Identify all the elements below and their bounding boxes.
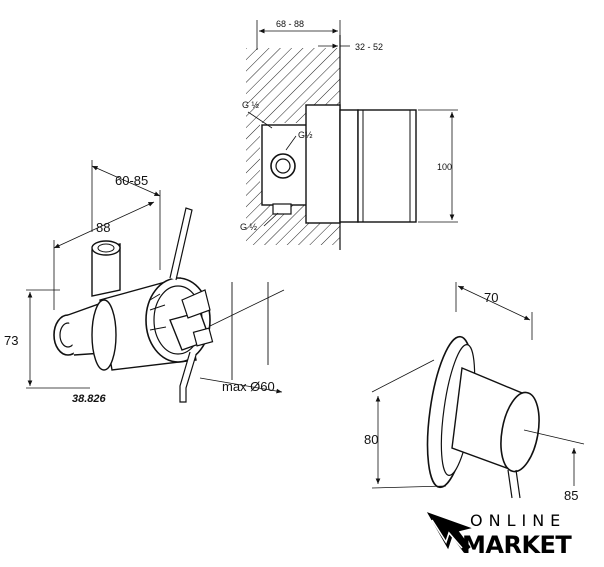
wall-hatch-left — [246, 123, 260, 190]
trim-height-label: 80 — [364, 432, 378, 447]
max-diameter-label: max Ø60 — [222, 379, 275, 394]
top-view-section: 68 - 88 32 - 52 100 G ½ G½ G ½ — [240, 19, 458, 250]
model-number: 38.826 — [72, 393, 107, 405]
spindle — [169, 289, 214, 351]
valve-body-view: 60-85 88 73 38.826 — [4, 160, 285, 405]
handle-body — [357, 109, 417, 223]
top-fitting — [91, 240, 121, 297]
dim-depth-label: 68 - 88 — [276, 19, 304, 29]
logo-line2: MARKET — [462, 531, 572, 559]
logo-line1: ONLINE — [470, 511, 566, 530]
cover-plate — [339, 109, 359, 223]
dim-width-label: 88 — [96, 220, 110, 235]
thread-bottom-label: G ½ — [240, 222, 258, 232]
dim-cover-label: 32 - 52 — [355, 42, 383, 52]
thread-top-label: G ½ — [242, 100, 260, 110]
dim-top-label: 60-85 — [115, 173, 148, 188]
dim-height-label: 100 — [437, 162, 452, 172]
trim-offset-label: 85 — [564, 488, 578, 503]
online-market-logo: ONLINE MARKET — [426, 511, 573, 559]
thread-side-label: G½ — [298, 130, 313, 140]
trim-depth-label: 70 — [484, 290, 498, 305]
trim-view: 70 80 85 — [364, 282, 585, 503]
dim-height-label-73: 73 — [4, 333, 18, 348]
